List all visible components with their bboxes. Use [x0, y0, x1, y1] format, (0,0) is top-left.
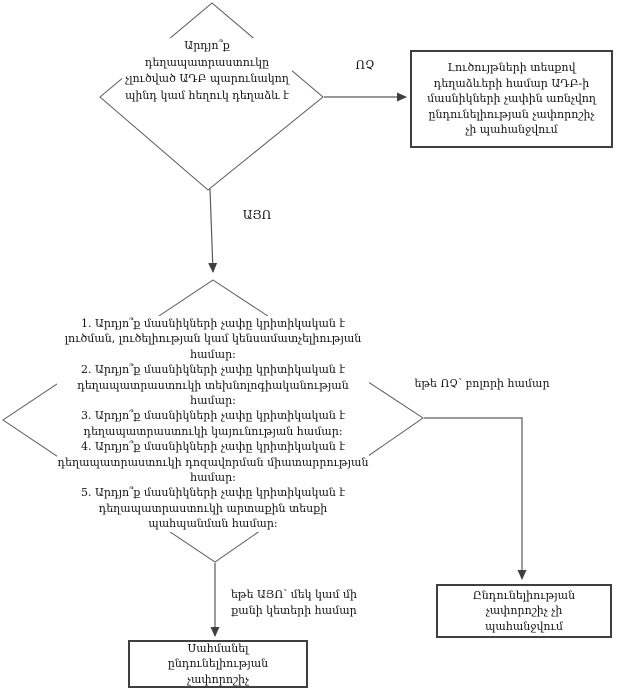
label-if-no-for-all: եթե ՈՉ՝ բոլորի համար: [414, 377, 550, 390]
box-no-criterion-for-solutions: Լուծույթների տեսքով դեղաձևերի համար ԱԴԲ-…: [410, 50, 613, 148]
criticality-item-2: 2. Արդյո՞ք մասնիկների չափը կրիտիկական է …: [77, 363, 349, 408]
arrow-if-no-elbow: [424, 417, 527, 580]
criticality-item-4: 4. Արդյո՞ք մասնիկների չափը կրիտիկական է …: [57, 440, 369, 485]
box-define-criterion-text: Սահմանել ընդունելիության չափորոշիչ: [167, 641, 269, 686]
decision-particle-size-criticality: 1. Արդյո՞ք մասնիկների չափը կրիտիկական է …: [57, 316, 369, 532]
decision-dosage-form: Արդյո՞ք դեղապատրաստուկը չլուծված ԱԴԲ պար…: [122, 38, 292, 104]
criticality-item-5: 5. Արդյո՞ք մասնիկների չափը կրիտիկական է …: [81, 486, 345, 531]
label-if-yes-for-some: եթե ԱՅՈ՝ մեկ կամ մի քանի կետերի համար: [231, 588, 357, 617]
criticality-item-3: 3. Արդյո՞ք մասնիկների չափը կրիտիկական է …: [81, 409, 345, 438]
box-criterion-not-required: Ընդունելիության չափորոշիչ չի պահանջվում: [436, 584, 612, 638]
box-no-criterion-for-solutions-text: Լուծույթների տեսքով դեղաձևերի համար ԱԴԲ-…: [427, 61, 596, 137]
box-define-criterion: Սահմանել ընդունելիության չափորոշիչ: [128, 640, 308, 688]
label-no: ՈՉ: [355, 58, 375, 72]
arrow-yes: [208, 188, 218, 273]
criticality-item-1: 1. Արդյո՞ք մասնիկների չափը կրիտիկական է …: [64, 317, 362, 361]
label-yes: ԱՅՈ: [242, 208, 272, 222]
box-criterion-not-required-text: Ընդունելիության չափորոշիչ չի պահանջվում: [472, 588, 576, 633]
